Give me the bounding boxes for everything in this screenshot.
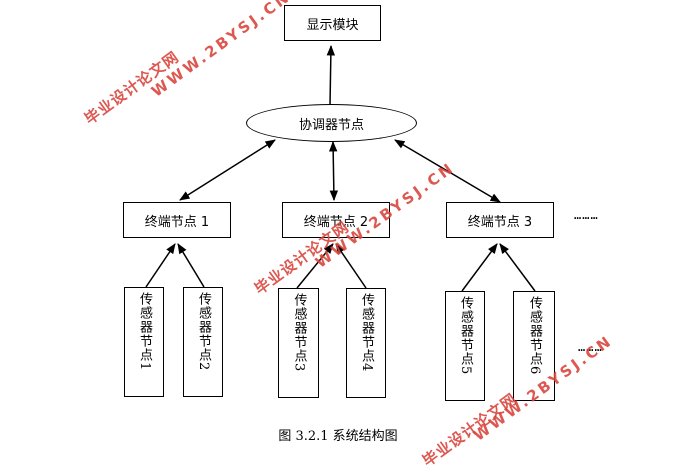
coordinator-node: 协调器节点 [246, 104, 417, 142]
arrow-sensor-3 [296, 243, 334, 289]
sensor-node-6-label: 传感器节点6 [527, 296, 542, 376]
arrow-coordinator-terminal-1 [179, 139, 276, 201]
arrow-sensor-2 [177, 243, 205, 288]
sensor-node-2: 传感器节点2 [183, 287, 223, 397]
sensor-node-4-label: 传感器节点4 [359, 293, 374, 373]
sensor-node-6: 传感器节点6 [513, 291, 555, 401]
terminal-node-3: 终端节点 3 [446, 202, 554, 238]
ellipsis-sensors: ……… [578, 340, 603, 354]
arrow-sensor-5 [461, 243, 498, 292]
arrow-sensor-1 [145, 243, 176, 288]
sensor-node-1: 传感器节点1 [124, 287, 164, 397]
sensor-node-5: 传感器节点5 [445, 291, 485, 401]
ellipsis-terminals: ……… [574, 208, 599, 222]
sensor-node-3-label: 传感器节点3 [291, 293, 307, 373]
figure-caption: 图 3.2.1 系统结构图 [278, 429, 398, 444]
coordinator-label: 协调器节点 [298, 117, 364, 133]
sensor-node-1-label: 传感器节点1 [137, 292, 152, 372]
arrow-sensor-4 [335, 243, 367, 289]
arrow-coordinator-terminal-2 [328, 140, 339, 202]
terminal-node-1-label: 终端节点 1 [144, 214, 210, 230]
arrow-coordinator-terminal-3 [394, 139, 501, 203]
sensor-node-2-label: 传感器节点2 [196, 292, 211, 372]
display-module-box: 显示模块 [284, 5, 381, 41]
terminal-node-3-label: 终端节点 3 [467, 214, 533, 230]
arrow-sensor-6 [499, 243, 536, 292]
arrow-coordinator-to-display [326, 44, 336, 106]
display-module-label: 显示模块 [306, 17, 359, 33]
terminal-node-2-label: 终端节点 2 [303, 214, 369, 230]
sensor-node-3: 传感器节点3 [278, 288, 319, 398]
terminal-node-1: 终端节点 1 [123, 202, 231, 238]
sensor-node-4: 传感器节点4 [346, 288, 386, 398]
sensor-node-5-label: 传感器节点5 [458, 296, 473, 376]
connector-layer [145, 44, 536, 292]
terminal-node-2: 终端节点 2 [282, 202, 390, 238]
